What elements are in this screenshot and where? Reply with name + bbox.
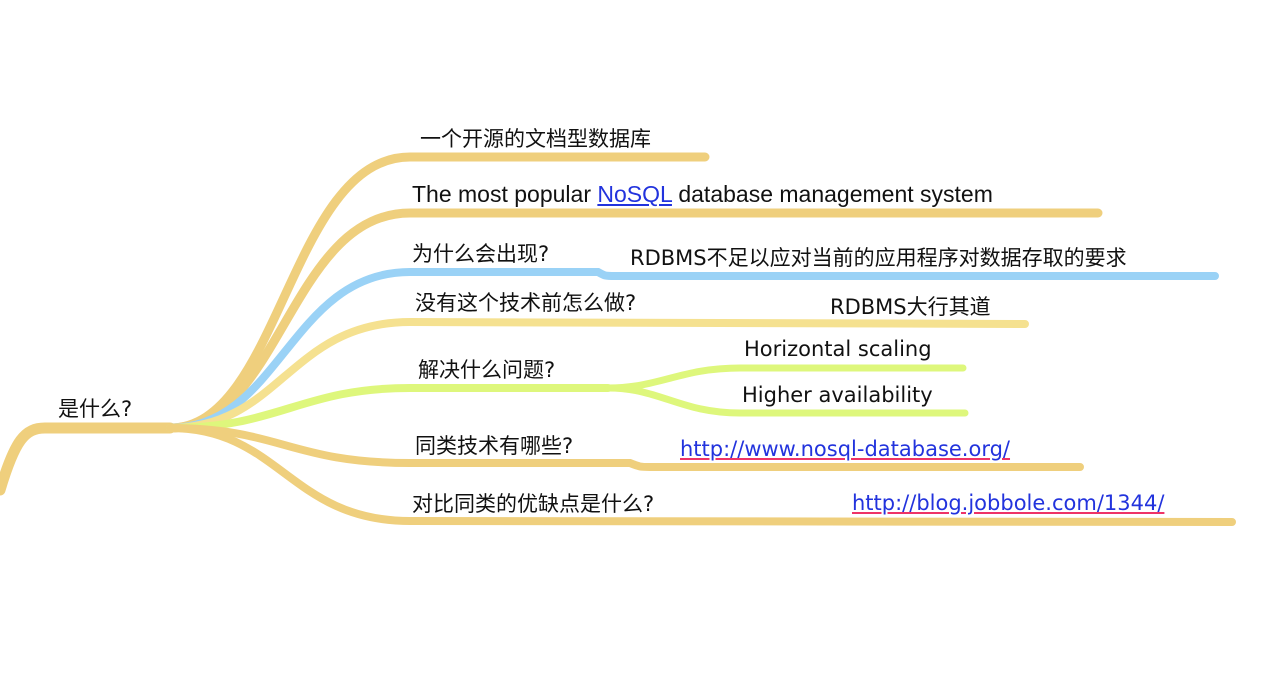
node-similar-tech[interactable]: 同类技术有哪些? — [415, 434, 574, 458]
node-text: The most popular — [412, 181, 598, 207]
node-what-problem[interactable]: 解决什么问题? — [418, 358, 556, 382]
nosql-database-org-link[interactable]: http://www.nosql-database.org/ — [680, 437, 1011, 461]
parent-connector — [0, 422, 176, 496]
node-jobbole-link-wrap: http://blog.jobbole.com/1344/ — [852, 490, 1164, 516]
connector-branch-3 — [166, 268, 1219, 432]
node-most-popular-nosql[interactable]: The most popular NoSQL database manageme… — [412, 181, 993, 207]
node-open-source-doc-db[interactable]: 一个开源的文档型数据库 — [420, 127, 651, 151]
node-text: database management system — [671, 181, 993, 207]
node-higher-availability[interactable]: Higher availability — [742, 383, 933, 407]
node-before-this-tech[interactable]: 没有这个技术前怎么做? — [415, 291, 637, 315]
node-nosql-database-link-wrap: http://www.nosql-database.org/ — [680, 436, 1010, 462]
node-rdbms-insufficient[interactable]: RDBMS不足以应对当前的应用程序对数据存取的要求 — [630, 246, 1127, 270]
node-rdbms-dominant[interactable]: RDBMS大行其道 — [830, 295, 991, 319]
nosql-link[interactable]: NoSQL — [597, 181, 672, 207]
node-compare-pros-cons[interactable]: 对比同类的优缺点是什么? — [412, 492, 655, 516]
connector-branch-6 — [166, 424, 1084, 471]
connector-branch-7 — [166, 424, 1236, 526]
jobbole-link[interactable]: http://blog.jobbole.com/1344/ — [852, 491, 1165, 515]
node-horizontal-scaling[interactable]: Horizontal scaling — [744, 337, 932, 361]
connector-higher-availability — [604, 384, 969, 417]
root-node[interactable]: 是什么? — [58, 397, 133, 421]
node-why-appear[interactable]: 为什么会出现? — [412, 242, 550, 266]
